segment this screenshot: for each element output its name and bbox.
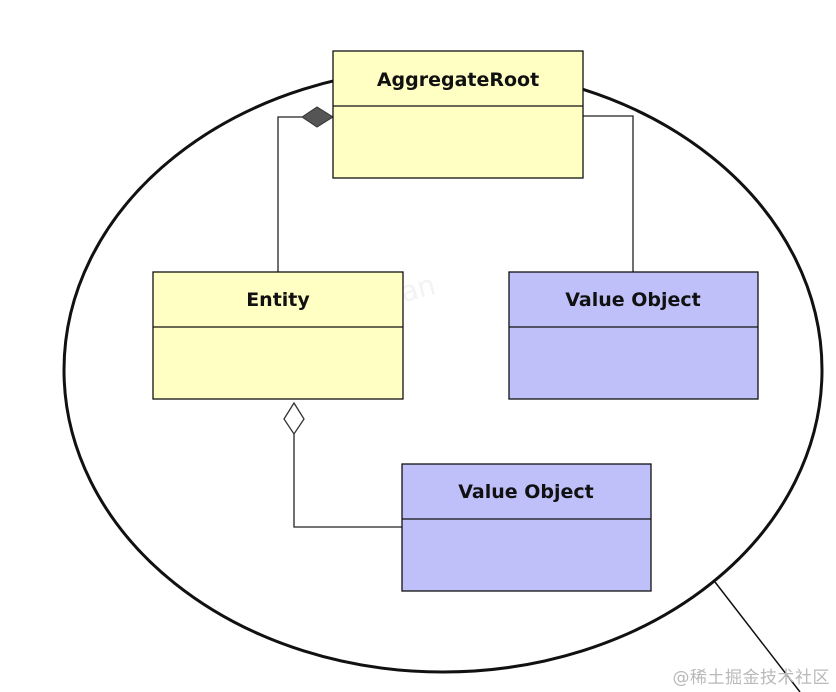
footer-watermark: @稀土掘金技术社区	[672, 668, 830, 688]
composition-connector	[277, 116, 302, 272]
aggregation-diamond-icon	[283, 401, 305, 436]
class-name-entity: Entity	[246, 289, 310, 311]
class-name-value-object-1: Value Object	[565, 289, 701, 311]
class-name-value-object-2: Value Object	[458, 481, 594, 503]
class-box-entity-body	[152, 271, 404, 400]
class-box-aggregate-root-body	[332, 50, 584, 179]
class-box-value-object-1: Value Object	[508, 271, 759, 400]
class-box-value-object-1-body	[508, 271, 759, 400]
composition-diamond-icon	[301, 106, 334, 128]
association-connector	[583, 115, 634, 272]
boundary-tail-line	[714, 581, 801, 692]
class-box-aggregate-root: AggregateRoot	[332, 50, 584, 179]
class-box-value-object-2-body	[401, 463, 652, 592]
class-box-entity: Entity	[152, 271, 404, 400]
class-box-value-object-2: Value Object	[401, 463, 652, 592]
class-name-aggregate-root: AggregateRoot	[377, 69, 539, 91]
aggregation-connector	[293, 434, 402, 528]
